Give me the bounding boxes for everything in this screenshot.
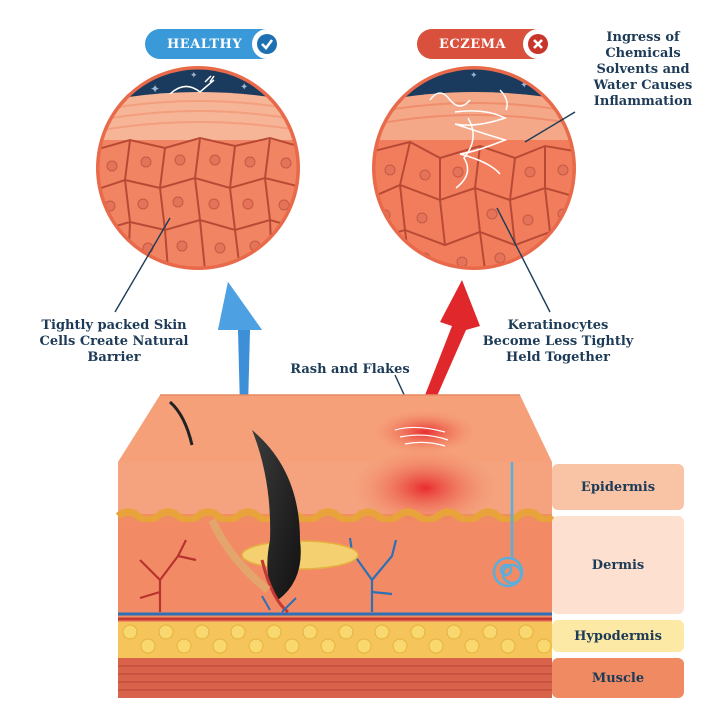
layer-muscle: Muscle [552,658,684,698]
healthy-annotation: Tightly packed Skin Cells Create Natural… [34,318,194,366]
ingress-line-4: Water Causes [593,78,693,93]
eczema-badge-label: ECZEMA [439,36,507,52]
eczema-badge: ECZEMA [417,29,553,59]
layer-epidermis: Epidermis [552,464,684,510]
eczema-note-line-1: Keratinocytes [507,318,609,333]
healthy-arrow [218,282,262,408]
eczema-note-line-3: Held Together [506,350,610,365]
skin-cross-section [115,394,556,698]
svg-text:✦: ✦ [190,71,198,81]
eczema-zoom-circle: ✦ ✦ ✦ [372,66,576,270]
layer-epidermis-label: Epidermis [580,479,656,495]
layer-hypodermis-label: Hypodermis [574,628,662,644]
healthy-note-line-2: Cells Create Natural [39,334,189,349]
healthy-badge-label: HEALTHY [167,36,243,52]
layer-muscle-label: Muscle [591,670,645,686]
healthy-badge: HEALTHY [145,29,282,59]
healthy-note-line-1: Tightly packed Skin [41,318,187,333]
ingress-line-2: Chemicals [605,46,681,61]
svg-text:✦: ✦ [520,80,528,91]
svg-text:✦: ✦ [470,71,478,81]
ingress-annotation: Ingress of Chemicals Solvents and Water … [578,30,708,110]
eczema-note-line-2: Become Less Tightly [482,334,634,349]
ingress-line-3: Solvents and [596,62,690,77]
eczema-annotation: Keratinocytes Become Less Tightly Held T… [472,318,644,366]
hair-follicle [208,430,359,614]
layer-hypodermis: Hypodermis [552,620,684,652]
svg-text:✦: ✦ [395,83,404,96]
layer-dermis-label: Dermis [591,557,645,573]
healthy-note-line-3: Barrier [87,350,141,365]
sweat-gland [492,462,524,588]
eczema-arrow [420,280,480,412]
ingress-line-5: Inflammation [593,94,693,109]
cross-icon [523,29,553,59]
healthy-zoom-circle: ✦ ✦ ✦ [96,66,300,270]
layer-dermis: Dermis [552,516,684,614]
ingress-line-1: Ingress of [606,30,680,45]
svg-text:✦: ✦ [240,82,248,93]
check-icon [252,29,282,59]
svg-text:✦: ✦ [150,82,160,96]
rash-annotation: Rash and Flakes [290,362,410,377]
